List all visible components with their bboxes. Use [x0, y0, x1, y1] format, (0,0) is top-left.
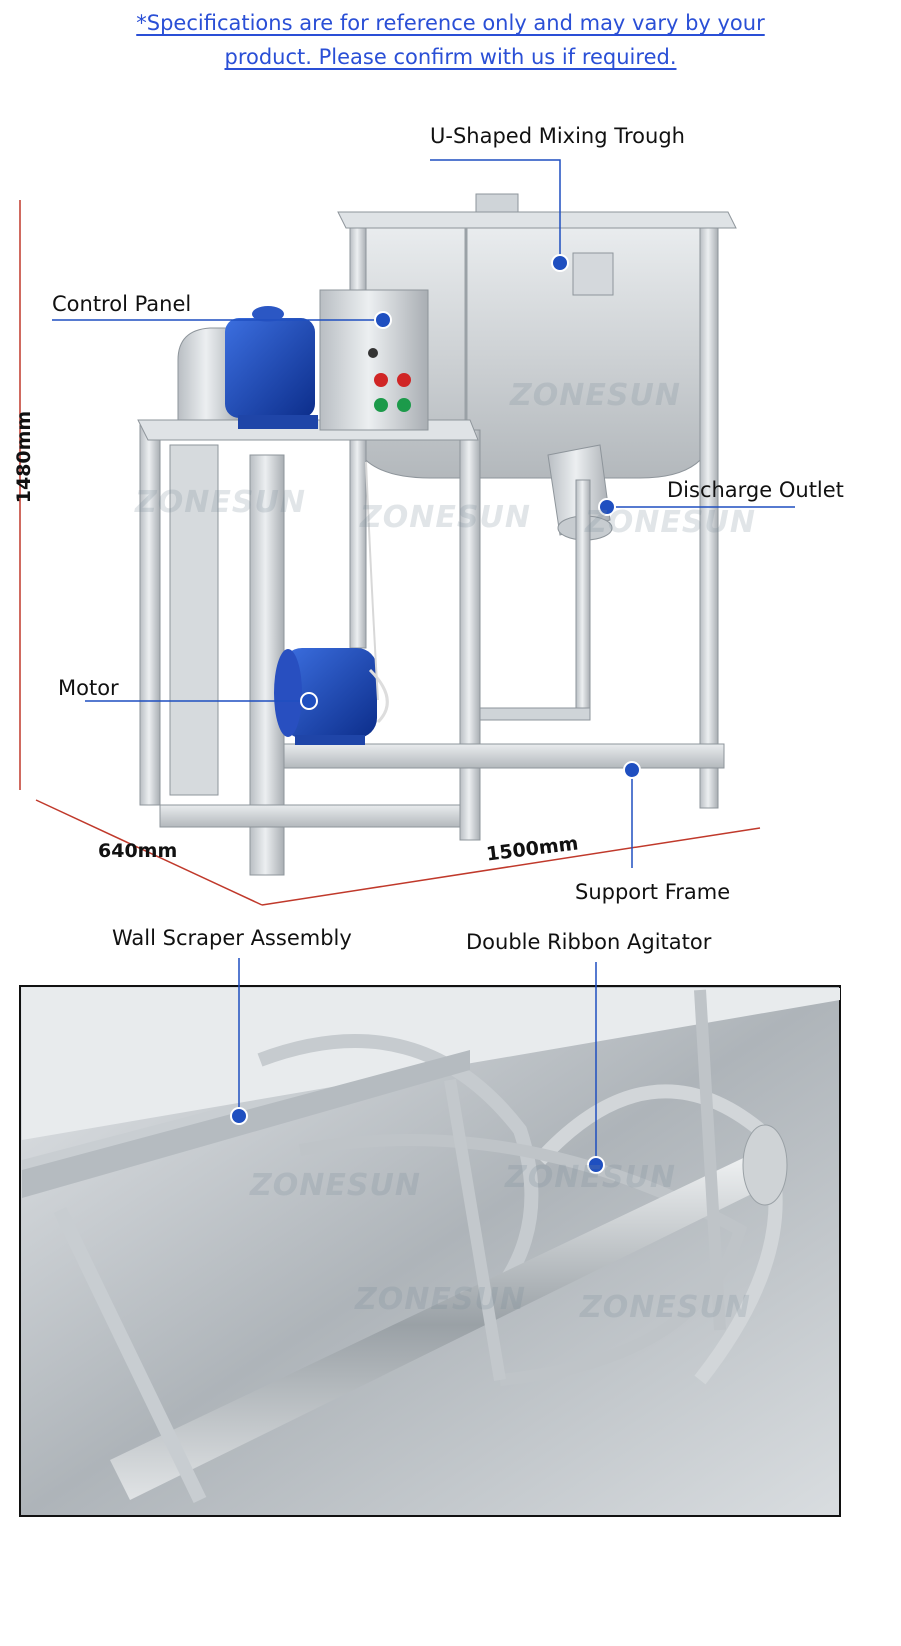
watermark: ZONESUN [580, 1290, 751, 1325]
label-support-frame: Support Frame [575, 880, 731, 904]
label-mixing-trough: U-Shaped Mixing Trough [430, 124, 685, 148]
label-discharge-outlet: Discharge Outlet [667, 478, 844, 502]
machine-illustration [19, 159, 795, 906]
watermark: ZONESUN [510, 378, 681, 413]
watermark: ZONESUN [250, 1168, 421, 1203]
watermark: ZONESUN [505, 1160, 676, 1195]
callout-lines [52, 159, 795, 868]
label-motor: Motor [58, 676, 119, 700]
disclaimer-line-1: *Specifications are for reference only a… [136, 11, 765, 35]
watermark: ZONESUN [585, 505, 756, 540]
label-ribbon-agitator: Double Ribbon Agitator [466, 930, 712, 954]
callout-dots [300, 254, 641, 779]
lower-motor [274, 461, 389, 745]
dimension-lines [19, 200, 761, 906]
disclaimer-line-2: product. Please confirm with us if requi… [224, 45, 677, 69]
watermark: ZONESUN [360, 500, 531, 535]
gear-motor [177, 306, 318, 429]
watermark: ZONESUN [135, 485, 306, 520]
control-panel-box [319, 289, 429, 431]
watermark: ZONESUN [355, 1282, 526, 1317]
dimension-depth: 640mm [98, 840, 178, 862]
label-wall-scraper: Wall Scraper Assembly [112, 926, 352, 950]
label-control-panel: Control Panel [52, 292, 192, 316]
support-frame [137, 227, 725, 876]
